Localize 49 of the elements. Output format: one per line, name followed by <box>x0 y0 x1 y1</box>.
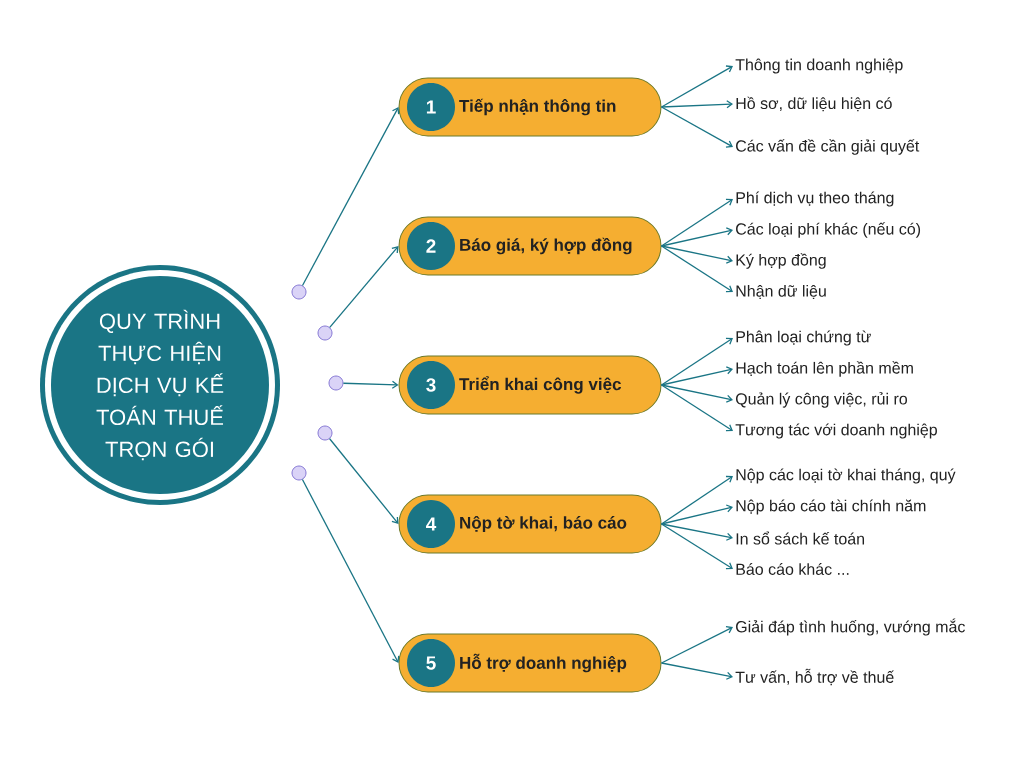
list-item: In sổ sách kế toán <box>736 531 864 545</box>
arrow <box>660 245 733 264</box>
list-item: Các vấn đề cần giải quyết <box>736 139 920 155</box>
list-item: Báo cáo khác ... <box>736 563 849 575</box>
arrow <box>660 65 733 108</box>
arrow <box>660 245 733 293</box>
list-item: Giải đáp tình huống, vướng mắc <box>736 618 965 636</box>
arrow <box>660 626 733 664</box>
list-item: Nộp báo cáo tài chính năm <box>736 499 926 515</box>
connector-dot <box>291 465 307 481</box>
arrow <box>342 380 399 389</box>
arrow <box>660 100 733 109</box>
arrow <box>660 504 733 525</box>
arrow <box>329 438 399 524</box>
list-item: Các loại phí khác (nếu có) <box>736 222 921 238</box>
list-item: Tư vấn, hỗ trợ về thuế <box>735 668 894 686</box>
connector-dot <box>291 284 307 300</box>
list-item: Nộp các loại tờ khai tháng, quý <box>736 468 956 484</box>
arrow <box>329 246 399 328</box>
arrow <box>660 106 733 148</box>
list-item: Ký hợp đồng <box>736 253 826 269</box>
arrow <box>660 662 733 680</box>
list-item: Hồ sơ, dữ liệu hiện có <box>736 96 892 112</box>
list-item: Tương tác với doanh nghiệp <box>735 423 937 439</box>
arrow <box>660 198 733 247</box>
arrow <box>660 227 733 247</box>
connector-dot <box>317 325 333 341</box>
list-item: Phí dịch vụ theo tháng <box>736 191 894 207</box>
number-badge: 5 <box>407 639 455 687</box>
number-badge: 3 <box>407 361 455 409</box>
number-badge: 2 <box>407 222 455 270</box>
arrow <box>660 366 733 386</box>
connector-dot <box>317 425 333 441</box>
arrow <box>660 384 733 403</box>
list-item: Quản lý công việc, rủi ro <box>735 392 908 408</box>
list-item: Nhận dữ liệu <box>736 284 826 300</box>
arrow <box>660 523 733 570</box>
arrow <box>660 384 733 432</box>
arrow <box>660 475 733 525</box>
arrow <box>660 337 733 386</box>
arrow <box>301 107 400 287</box>
connector-dot <box>328 375 344 391</box>
number-badge: 1 <box>407 83 455 131</box>
list-item: Phân loại chứng từ <box>736 330 871 346</box>
arrow <box>660 523 733 541</box>
number-badge: 4 <box>407 500 455 548</box>
list-item: Hạch toán lên phần mềm <box>736 361 913 377</box>
arrow <box>301 478 400 663</box>
list-item: Thông tin doanh nghiệp <box>735 58 903 74</box>
